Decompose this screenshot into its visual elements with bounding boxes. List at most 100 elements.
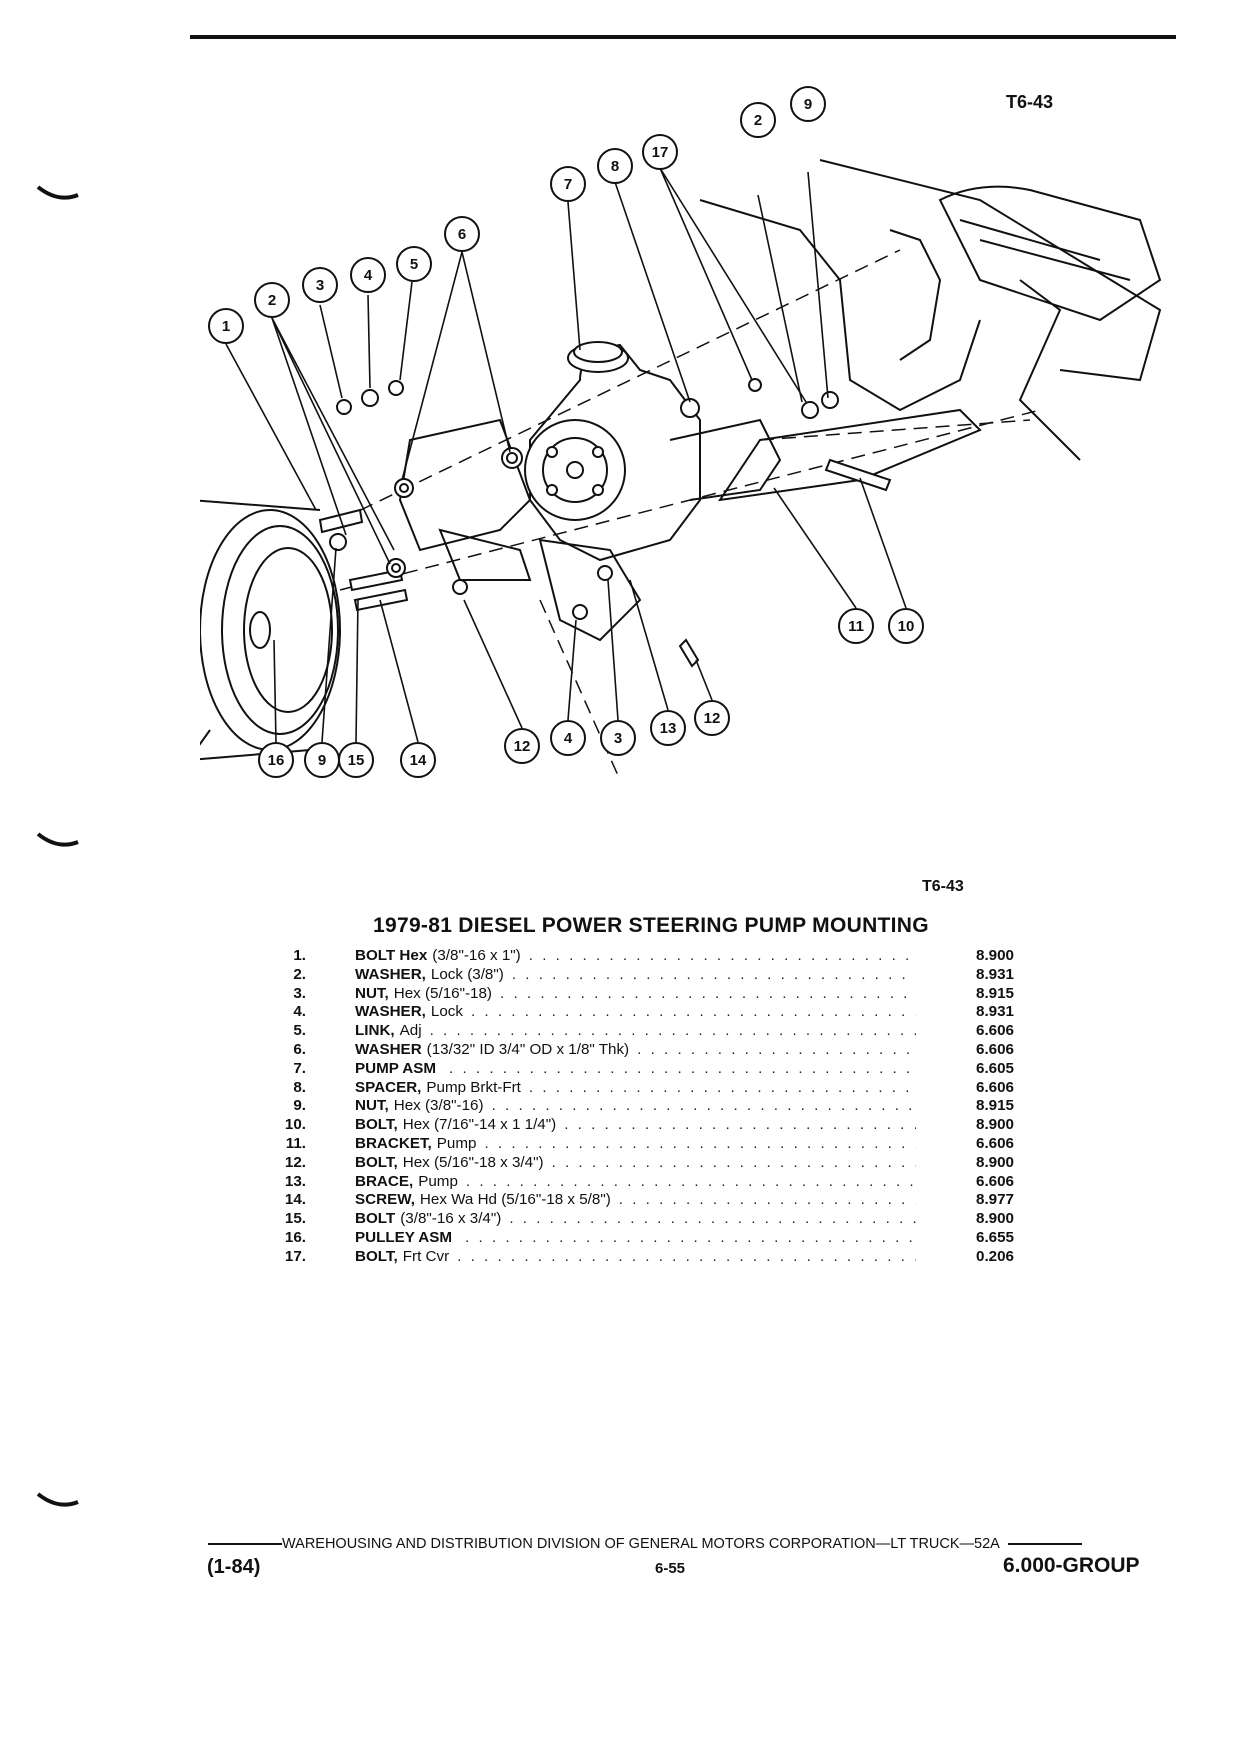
part-name: SCREW,	[355, 1191, 415, 1209]
part-detail: (3/8"-16 x 1")	[432, 947, 521, 964]
parts-row: 13.BRACE,Pump6.606	[260, 1173, 1060, 1192]
part-detail: Adj	[399, 1022, 422, 1040]
svg-text:16: 16	[268, 752, 285, 769]
svg-text:6: 6	[458, 226, 466, 243]
group-number: 8.931	[976, 965, 1015, 983]
part-number: 3.	[293, 984, 306, 1002]
dot-leader	[466, 1173, 916, 1192]
dot-leader	[484, 1135, 916, 1154]
svg-text:17: 17	[652, 144, 669, 161]
part-detail: Hex (5/16"-18)	[393, 984, 492, 1002]
callout-9	[790, 86, 826, 122]
parts-row: 15. BOLT(3/8"-16 x 3/4") 8.900	[260, 1210, 1060, 1229]
callout-12b	[694, 700, 730, 736]
part-name: WASHER,	[355, 965, 426, 983]
group-number: 6.606	[976, 1172, 1015, 1190]
part-name: BOLT,	[355, 1247, 398, 1265]
exploded-diagram: 1 2 3 4 5 6 7 8 17 2 9 11 10 16 9 15 14 …	[200, 86, 1162, 781]
dot-leader	[529, 1079, 916, 1098]
callout-3	[302, 267, 338, 303]
part-number: 16.	[284, 1228, 306, 1246]
part-detail: Lock	[430, 1003, 463, 1021]
callout-4b	[550, 720, 586, 756]
svg-text:4: 4	[364, 267, 373, 284]
page-title: 1979-81 DIESEL POWER STEERING PUMP MOUNT…	[373, 914, 929, 937]
part-number: 8.	[293, 1078, 306, 1096]
dot-leader	[457, 1248, 916, 1267]
svg-text:1: 1	[222, 318, 230, 335]
footer-group: 6.000-GROUP	[1003, 1554, 1140, 1577]
callout-7	[550, 166, 586, 202]
group-number: 8.915	[976, 984, 1015, 1002]
group-number: 6.606	[976, 1078, 1015, 1096]
svg-text:3: 3	[316, 277, 324, 294]
part-name: BOLT	[355, 1210, 396, 1228]
svg-text:7: 7	[564, 176, 572, 193]
callout-numbers: 1 2 3 4 5 6 7 8 17 2 9 11 10 16 9 15 14 …	[222, 96, 915, 769]
part-name: NUT,	[355, 1097, 389, 1115]
part-detail: Hex (5/16"-18 x 3/4")	[402, 1153, 544, 1171]
part-number: 5.	[293, 1022, 306, 1040]
svg-text:9: 9	[804, 96, 812, 113]
parts-row: 5. LINK,Adj 6.606	[260, 1022, 1060, 1041]
dot-leader	[637, 1041, 916, 1060]
part-detail: Lock (3/8")	[430, 965, 504, 983]
svg-text:13: 13	[660, 720, 677, 737]
group-number: 8.915	[976, 1097, 1015, 1115]
callout-13	[650, 710, 686, 746]
part-name: PULLEY ASM	[355, 1228, 453, 1246]
part-name: LINK,	[355, 1022, 395, 1040]
group-number: 6.606	[976, 1022, 1015, 1040]
engine-outline	[699, 159, 1162, 461]
dot-leader	[430, 1022, 916, 1041]
callout-2b	[740, 102, 776, 138]
parts-row: 10.BOLT,Hex (7/16"-14 x 1 1/4")8.900	[260, 1116, 1060, 1135]
parts-row: 3.NUT,Hex (5/16"-18)8.915	[260, 985, 1060, 1004]
part-number: 12.	[284, 1153, 306, 1171]
pulley	[200, 499, 341, 761]
part-number: 11.	[285, 1134, 306, 1152]
dot-leader	[471, 1003, 916, 1022]
part-name: WASHER	[355, 1040, 422, 1058]
svg-text:10: 10	[898, 618, 915, 635]
callout-15	[338, 742, 374, 778]
part-name: PUMP ASM	[355, 1059, 437, 1077]
callout-5	[396, 246, 432, 282]
part-detail: (3/8"-16 x 3/4")	[400, 1210, 502, 1228]
footer-division-line: WAREHOUSING AND DISTRIBUTION DIVISION OF…	[208, 1536, 1152, 1552]
footer-rule-left	[208, 1543, 282, 1545]
svg-text:3: 3	[614, 730, 622, 747]
dot-leader	[492, 1097, 916, 1116]
dot-leader	[529, 947, 916, 966]
group-number: 8.977	[976, 1191, 1015, 1209]
dot-leader	[564, 1116, 916, 1135]
footer-rule-right	[1007, 1543, 1082, 1545]
svg-text:15: 15	[348, 752, 365, 769]
part-number: 14.	[284, 1191, 306, 1209]
part-detail: Frt Cvr	[402, 1247, 450, 1265]
group-number: 8.900	[976, 947, 1015, 964]
parts-row: 9.NUT,Hex (3/8"-16)8.915	[260, 1097, 1060, 1116]
part-name: BOLT,	[355, 1116, 398, 1134]
part-name: BRACKET,	[355, 1134, 432, 1152]
svg-text:8: 8	[611, 158, 619, 175]
parts-row: 14.SCREW,Hex Wa Hd (5/16"-18 x 5/8")8.97…	[260, 1191, 1060, 1210]
part-number: 13.	[284, 1172, 306, 1190]
part-name: BOLT Hex	[355, 947, 428, 964]
part-detail: Hex (3/8"-16)	[393, 1097, 484, 1115]
part-detail: (13/32" ID 3/4" OD x 1/8" Thk)	[426, 1040, 630, 1058]
svg-text:11: 11	[848, 618, 864, 635]
part-name: BOLT,	[355, 1153, 398, 1171]
dot-leader	[500, 985, 916, 1004]
part-name: WASHER,	[355, 1003, 426, 1021]
part-number: 15.	[284, 1210, 306, 1228]
callout-16	[258, 742, 294, 778]
dot-leader	[465, 1229, 916, 1248]
parts-row: 11.BRACKET,Pump6.606	[260, 1135, 1060, 1154]
part-number: 1.	[293, 947, 306, 964]
figure-code-bottom: T6-43	[922, 878, 964, 895]
group-number: 0.206	[976, 1247, 1015, 1265]
group-number: 6.605	[976, 1059, 1015, 1077]
group-number: 8.900	[976, 1210, 1015, 1228]
binder-punch-mark-icon	[36, 1492, 79, 1507]
